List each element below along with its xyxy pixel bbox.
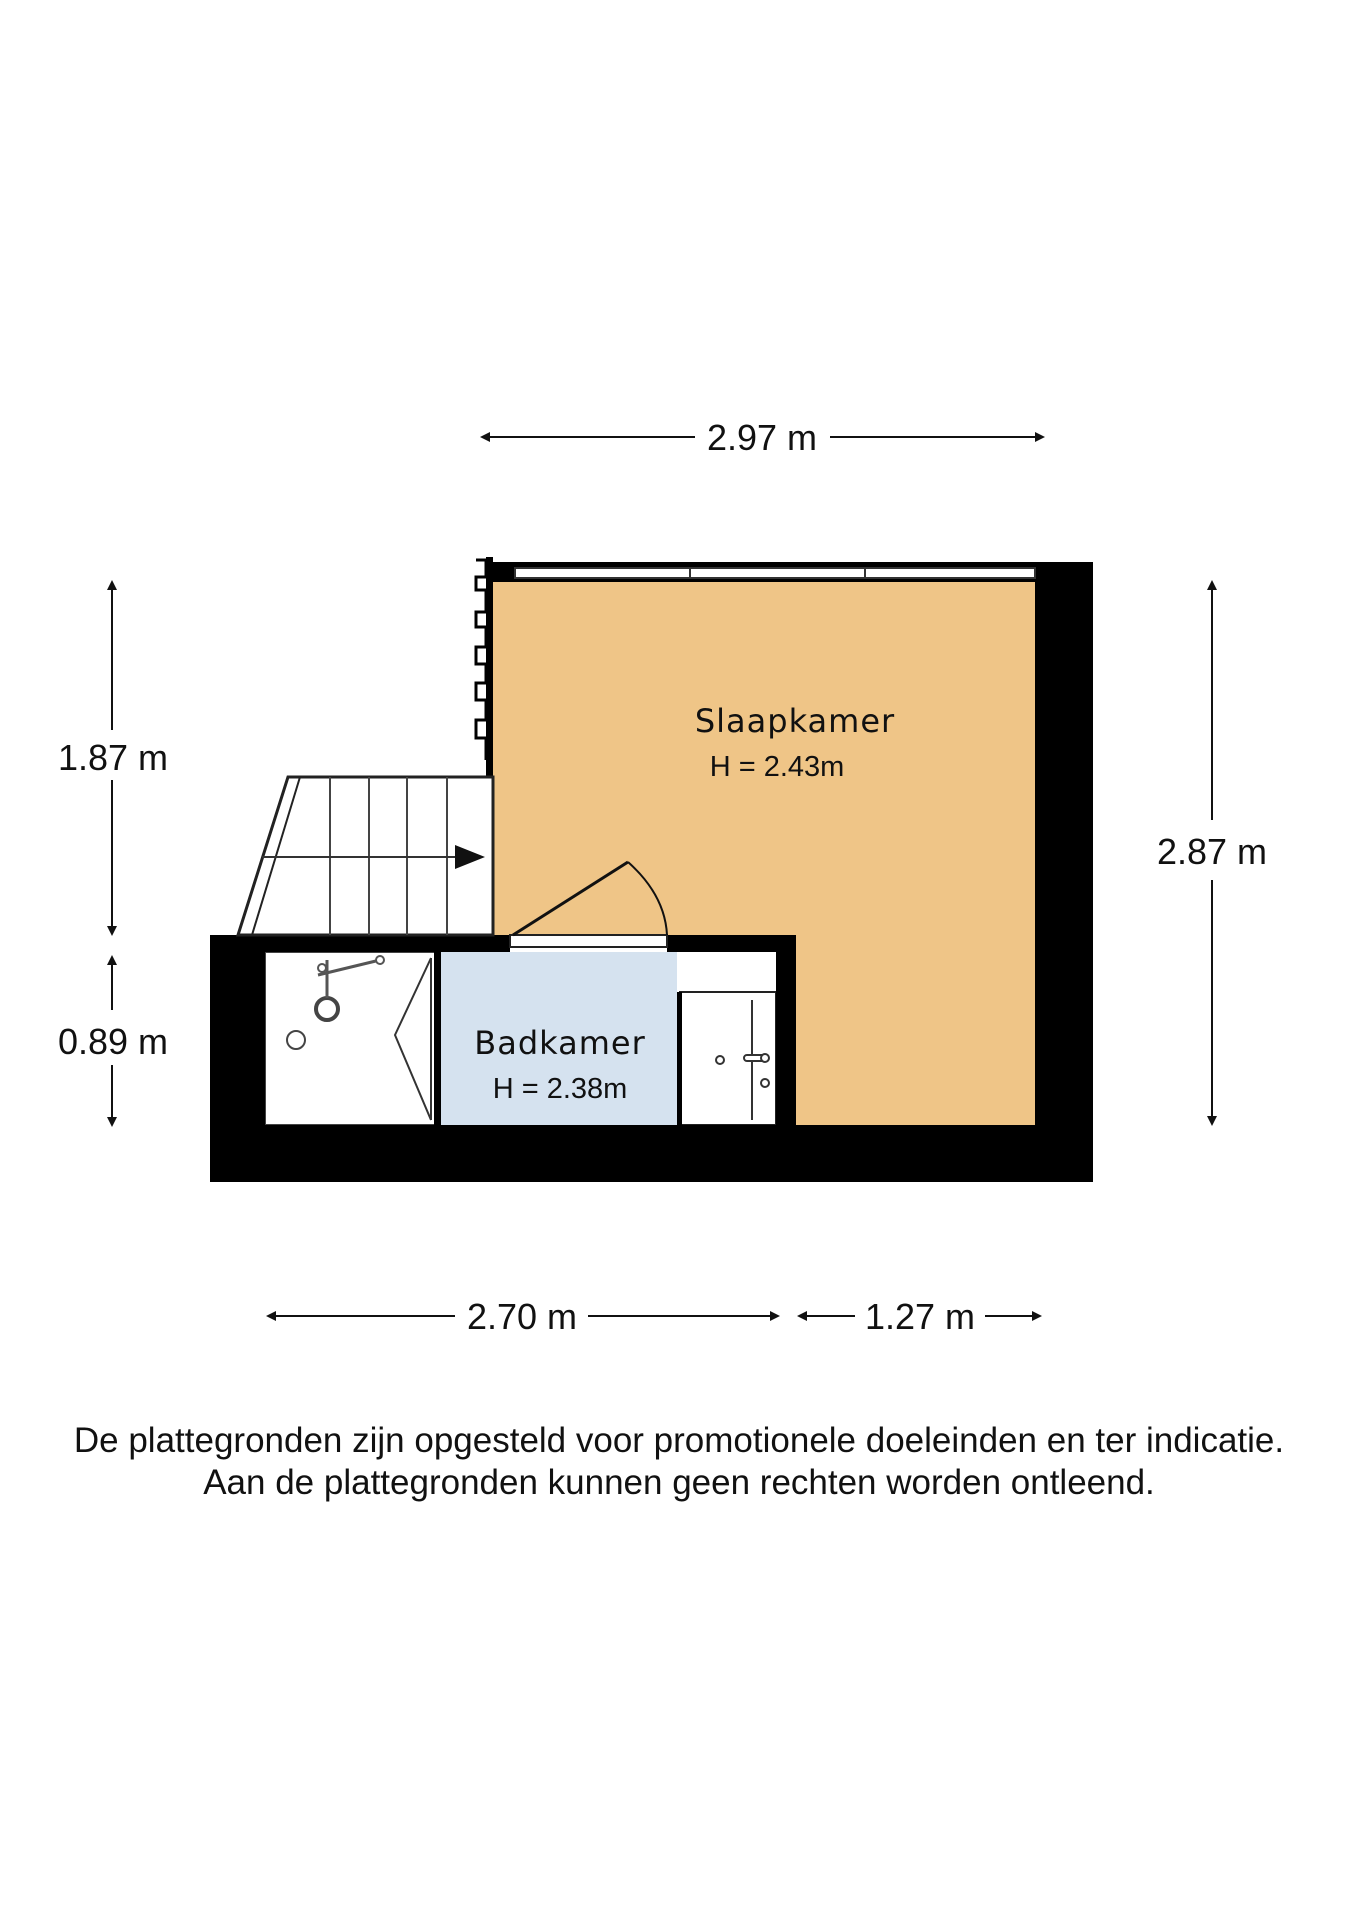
room-slaapkamer-height: H = 2.43m xyxy=(710,751,845,783)
wall-shower-divider xyxy=(434,952,441,1125)
room-badkamer-floor xyxy=(441,952,677,1125)
room-badkamer-height: H = 2.38m xyxy=(493,1073,628,1105)
wall-mid-horizontal xyxy=(210,935,510,952)
shower-door xyxy=(393,957,432,1121)
wall-mid-horizontal-2 xyxy=(667,935,796,952)
wall-bathroom-right xyxy=(776,935,796,1125)
dimension-lines xyxy=(107,432,1217,1321)
stair-direction-arrow xyxy=(455,845,485,869)
shower-fixtures xyxy=(286,955,432,1121)
disclaimer-line-1: De plattegronden zijn opgesteld voor pro… xyxy=(73,1421,1285,1460)
room-slaapkamer-floor xyxy=(493,572,1035,1125)
dim-bottom-right-label: 1.27 m xyxy=(865,1296,975,1337)
wall-closet-divider xyxy=(677,992,682,1125)
disclaimer-line-2: Aan de plattegronden kunnen geen rechten… xyxy=(203,1463,1155,1502)
room-slaapkamer-name: Slaapkamer xyxy=(695,702,895,740)
door-bathroom xyxy=(509,860,668,948)
wall-bottom xyxy=(210,1125,1093,1182)
shower-drain xyxy=(286,1030,306,1050)
dim-left-upper-label: 1.87 m xyxy=(58,737,168,778)
dim-right-height-label: 2.87 m xyxy=(1157,831,1267,872)
dim-left-lower-label: 0.89 m xyxy=(58,1021,168,1062)
toilet-fixture xyxy=(715,1000,770,1120)
window-top xyxy=(514,567,1036,579)
wall-left-upper-teeth xyxy=(474,558,488,760)
dim-top-width-label: 2.97 m xyxy=(707,417,817,458)
wall-left-upper xyxy=(474,557,493,777)
wall-right xyxy=(1035,562,1093,1182)
room-badkamer-name: Badkamer xyxy=(474,1024,645,1062)
staircase xyxy=(235,775,495,937)
wall-left-lower xyxy=(210,935,265,1182)
dim-bottom-left-label: 2.70 m xyxy=(467,1296,577,1337)
shower-head xyxy=(314,996,340,1022)
